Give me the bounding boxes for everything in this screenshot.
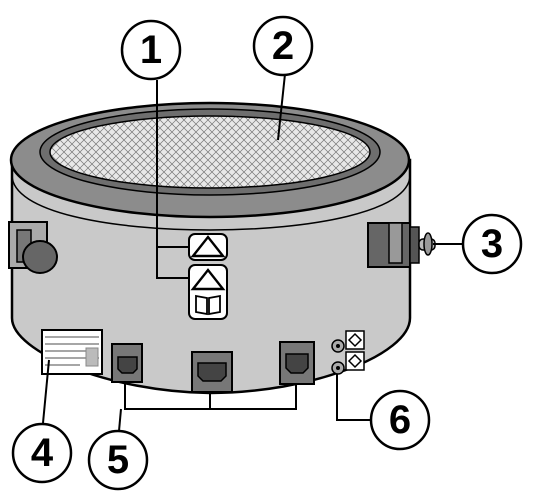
callout-2-circle	[252, 15, 314, 77]
power-socket-middle	[191, 351, 233, 393]
manual-book-icon	[195, 294, 221, 316]
right-clamp	[367, 222, 436, 268]
mesh-heating-surface	[49, 115, 371, 189]
leader-lines	[42, 73, 462, 432]
callout-circles	[11, 15, 523, 491]
power-socket-left	[111, 343, 143, 383]
callout-3-circle	[461, 213, 523, 275]
power-socket-right	[279, 341, 315, 385]
callout-4-circle	[11, 422, 73, 484]
warning-labels	[188, 233, 228, 320]
callout-1-circle	[120, 19, 182, 81]
rating-plate	[41, 329, 103, 375]
callout-6-circle	[369, 389, 431, 451]
warning-triangle-icon	[190, 268, 226, 291]
callout-5-circle	[87, 429, 149, 491]
left-clamp	[8, 221, 58, 274]
warning-triangle-icon	[190, 235, 226, 258]
clamp-knob	[22, 240, 58, 274]
sensor-connectors	[331, 330, 365, 375]
